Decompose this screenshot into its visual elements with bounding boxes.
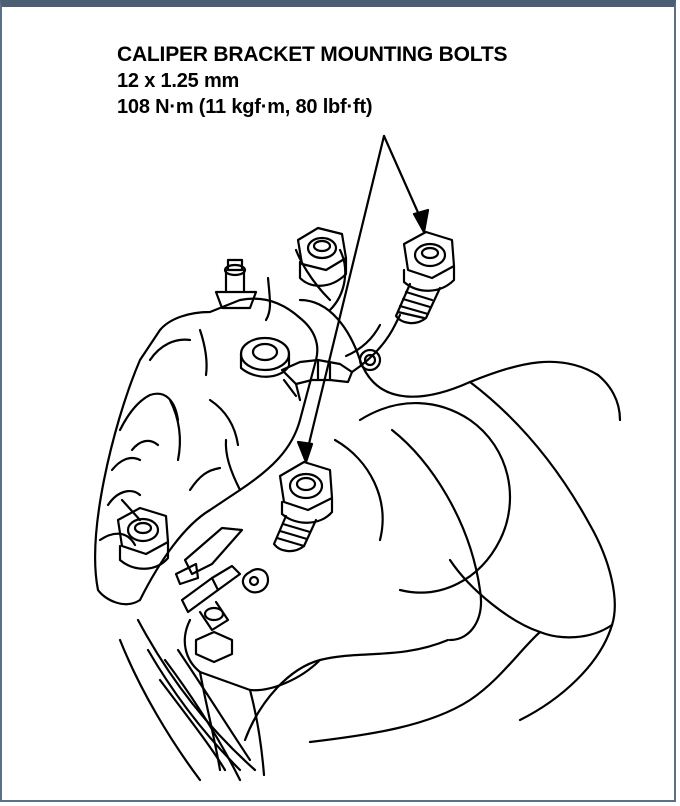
callout-leaders [298, 136, 428, 462]
pad-retaining-clip [176, 528, 268, 630]
callout-title: CALIPER BRACKET MOUNTING BOLTS [117, 43, 508, 66]
brake-disc [120, 620, 255, 780]
callout-bolt-size: 12 x 1.25 mm [117, 70, 240, 92]
caliper-guide-bolt-bottom [118, 508, 168, 569]
bracket-bolt-lower [274, 462, 332, 551]
steering-knuckle [245, 250, 620, 742]
brake-hose-banjo [241, 315, 400, 400]
bracket-bolt-upper [396, 232, 454, 323]
caliper-body [95, 250, 345, 604]
lower-arm [185, 620, 320, 775]
caliper-guide-bolt-top [298, 228, 346, 286]
bolt-callout: CALIPER BRACKET MOUNTING BOLTS 12 x 1.25… [117, 42, 507, 120]
callout-torque-spec: 108 N·m (11 kgf·m, 80 lbf·ft) [117, 96, 373, 118]
